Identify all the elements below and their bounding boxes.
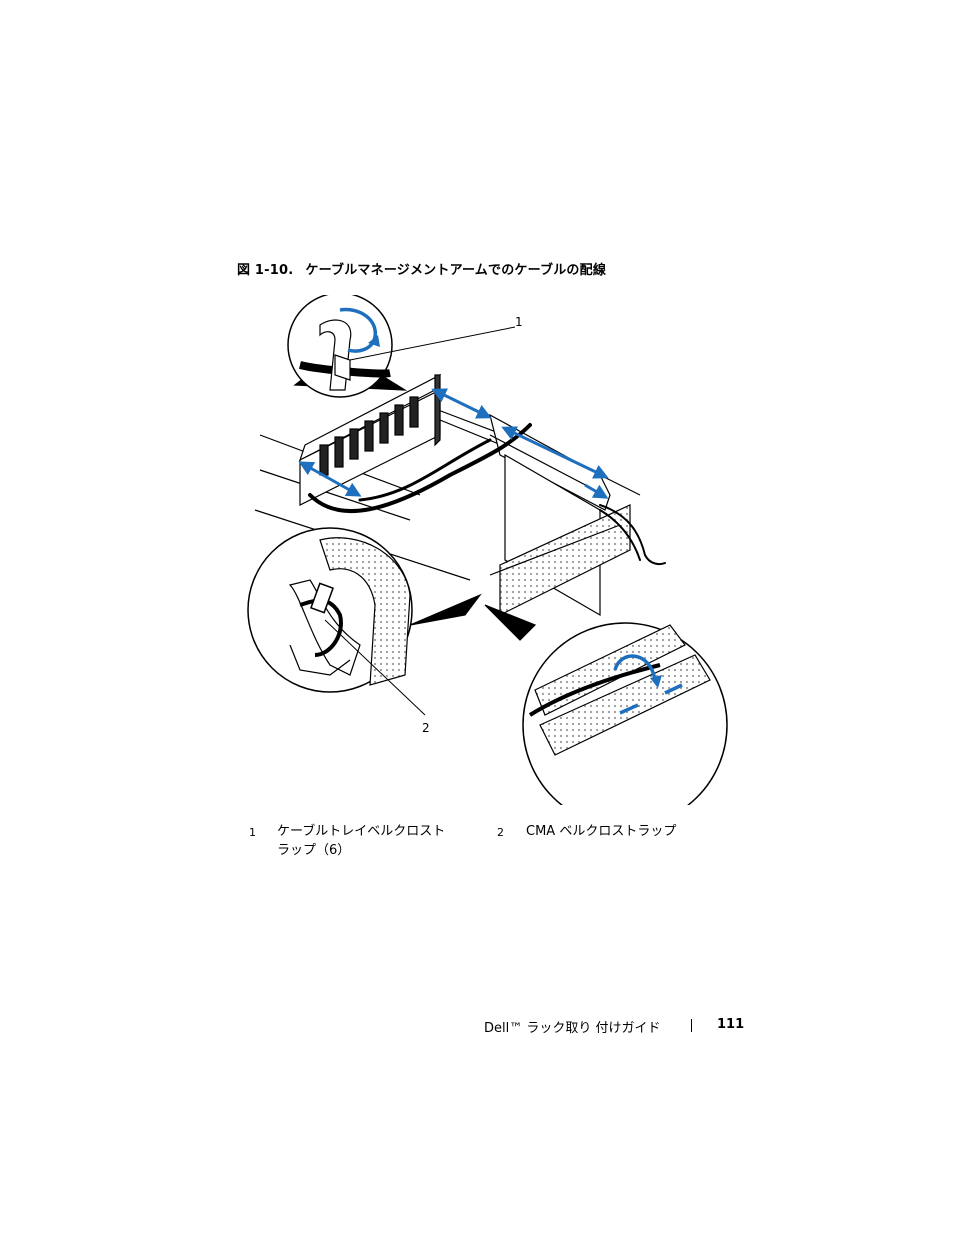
inset-cma-strap — [247, 527, 482, 693]
callout-2: 2 — [422, 721, 430, 735]
footer-doc-title: Dell™ ラック取り 付けガイド — [484, 1021, 661, 1036]
figure-title: ケーブルマネージメントアームでのケーブルの配線 — [305, 263, 607, 278]
legend-text-2: CMA ベルクロストラップ — [526, 824, 677, 839]
legend-number-1: 1 — [249, 826, 256, 839]
inset-velcro-detail — [484, 604, 728, 805]
leader-lines — [324, 326, 516, 716]
legend-number-2: 2 — [497, 826, 504, 839]
callout-1: 1 — [515, 315, 523, 329]
direction-arrows — [298, 388, 609, 499]
legend-text-1: ケーブルトレイベルクロスト ラップ（6） — [277, 824, 446, 858]
figure-caption: 図 1-10. ケーブルマネージメントアームでのケーブルの配線 — [237, 259, 606, 278]
page-number: 111 — [717, 1017, 745, 1032]
server-chassis — [298, 373, 442, 506]
inset-cable-tray-strap — [287, 295, 408, 398]
figure-number: 図 1-10. — [237, 263, 294, 278]
cable-management-illustration — [247, 295, 728, 805]
footer-separator — [691, 1019, 692, 1032]
